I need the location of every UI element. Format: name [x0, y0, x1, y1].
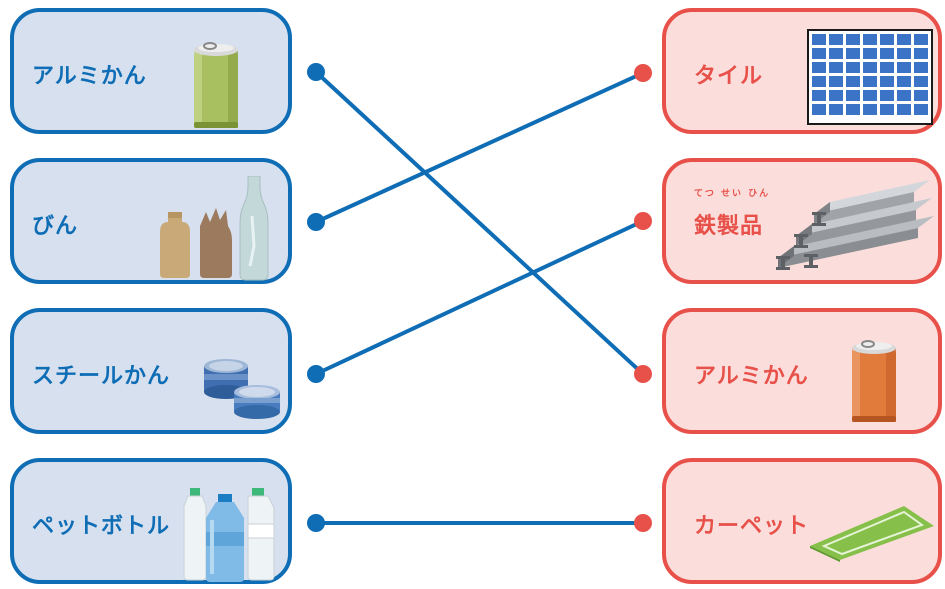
- right-card-label: カーペット: [694, 514, 810, 539]
- left-card-label: びん: [32, 214, 79, 239]
- left-card-glass-bottle[interactable]: びん: [10, 158, 292, 284]
- green-can-icon: [194, 42, 238, 128]
- connection-line-glass-bottle: [314, 71, 645, 224]
- steel-beams-icon: [776, 180, 934, 270]
- right-dot-1: [634, 64, 652, 82]
- right-card-ruby: てつ せい ひん: [694, 189, 771, 199]
- carpet-icon: [810, 506, 934, 562]
- tile-icon: [807, 29, 933, 125]
- left-card-pet-bottle[interactable]: ペットボトル: [10, 458, 292, 584]
- left-dot-4: [307, 514, 325, 532]
- right-card-label: タイル: [694, 64, 764, 89]
- left-dot-1: [307, 63, 325, 81]
- right-card-label: 鉄製品: [694, 214, 764, 239]
- connection-line-steel-can: [314, 219, 645, 376]
- right-card-aluminum-can[interactable]: アルミかん: [662, 308, 942, 434]
- orange-can-icon: [852, 340, 896, 422]
- left-dot-2: [307, 213, 325, 231]
- right-dot-4: [634, 514, 652, 532]
- left-card-steel-can[interactable]: スチールかん: [10, 308, 292, 434]
- right-card-tile[interactable]: タイル: [662, 8, 942, 134]
- left-card-label: アルミかん: [32, 64, 147, 89]
- steel-cans-icon: [204, 359, 280, 419]
- pet-bottles-icon: [183, 488, 275, 582]
- left-card-label: スチールかん: [32, 364, 171, 389]
- glass-bottles-icon: [160, 176, 269, 281]
- left-card-label: ペットボトル: [32, 514, 171, 539]
- right-dot-2: [634, 212, 652, 230]
- right-dot-3: [634, 365, 652, 383]
- right-card-label: アルミかん: [694, 364, 809, 389]
- left-dot-3: [307, 365, 325, 383]
- left-card-aluminum-can[interactable]: アルミかん: [10, 8, 292, 134]
- right-card-carpet[interactable]: カーペット: [662, 458, 942, 584]
- connection-line-aluminum-can: [314, 70, 645, 376]
- right-card-steel-product[interactable]: てつ せい ひん 鉄製品: [662, 158, 942, 284]
